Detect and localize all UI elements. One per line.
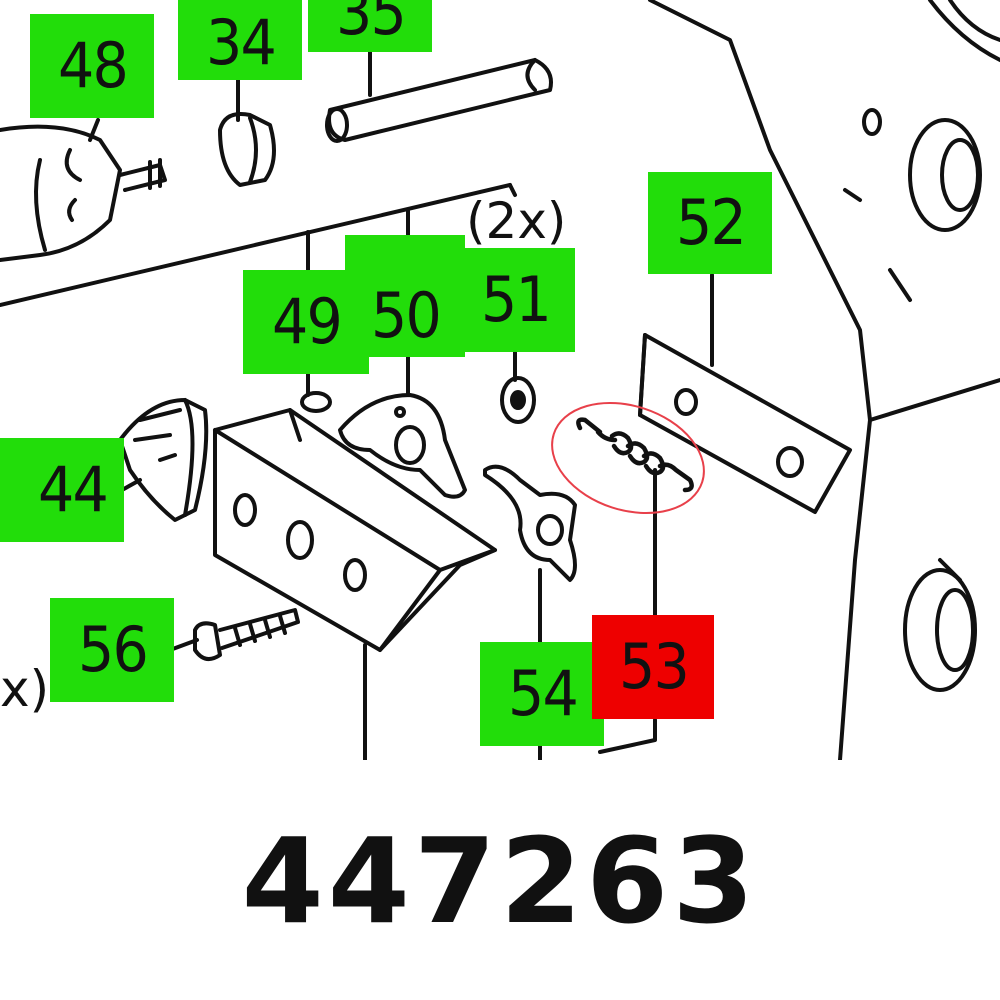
callout-54[interactable]: 54 bbox=[480, 642, 604, 746]
part-35-pin bbox=[327, 58, 553, 142]
callout-44[interactable]: 44 bbox=[0, 438, 124, 542]
callout-53-highlighted[interactable]: 53 bbox=[592, 615, 714, 719]
housing-top-handle bbox=[928, 0, 1000, 62]
leader-44 bbox=[120, 478, 142, 492]
callout-49[interactable]: 49 bbox=[243, 270, 369, 374]
callout-34[interactable]: 34 bbox=[178, 0, 302, 80]
quantity-note-56: x) bbox=[0, 660, 50, 718]
part-48-handle bbox=[0, 124, 122, 262]
callout-52[interactable]: 52 bbox=[648, 172, 772, 274]
housing-boss-upper bbox=[908, 118, 982, 232]
exploded-parts-diagram bbox=[0, 0, 1000, 760]
housing-boss-lower bbox=[903, 568, 977, 692]
leader-48 bbox=[88, 118, 100, 142]
callout-35[interactable]: 35 bbox=[308, 0, 432, 52]
part-49-pin bbox=[300, 391, 332, 413]
callout-48[interactable]: 48 bbox=[30, 14, 154, 118]
callout-56[interactable]: 56 bbox=[50, 598, 174, 702]
part-53-spring bbox=[576, 417, 694, 493]
quantity-note-51: (2x) bbox=[466, 192, 567, 250]
part-44-knob bbox=[118, 398, 209, 522]
part-56-screw bbox=[193, 621, 222, 661]
housing-edge bbox=[868, 378, 1000, 422]
part-34-cap bbox=[218, 112, 276, 187]
callout-51[interactable]: 51 bbox=[455, 248, 575, 352]
part-number: 447263 bbox=[241, 812, 759, 950]
leader-56 bbox=[168, 638, 199, 652]
leader-down-right bbox=[598, 718, 657, 754]
housing-outline bbox=[648, 0, 872, 760]
bracket-line bbox=[0, 183, 512, 307]
highlight-ring bbox=[551, 401, 705, 515]
housing-top-handle-inner bbox=[948, 0, 1000, 42]
part-54-lever bbox=[483, 464, 577, 582]
part-50-latch bbox=[338, 393, 467, 499]
part-52-plate bbox=[638, 333, 852, 514]
part-51-washer bbox=[500, 376, 536, 424]
